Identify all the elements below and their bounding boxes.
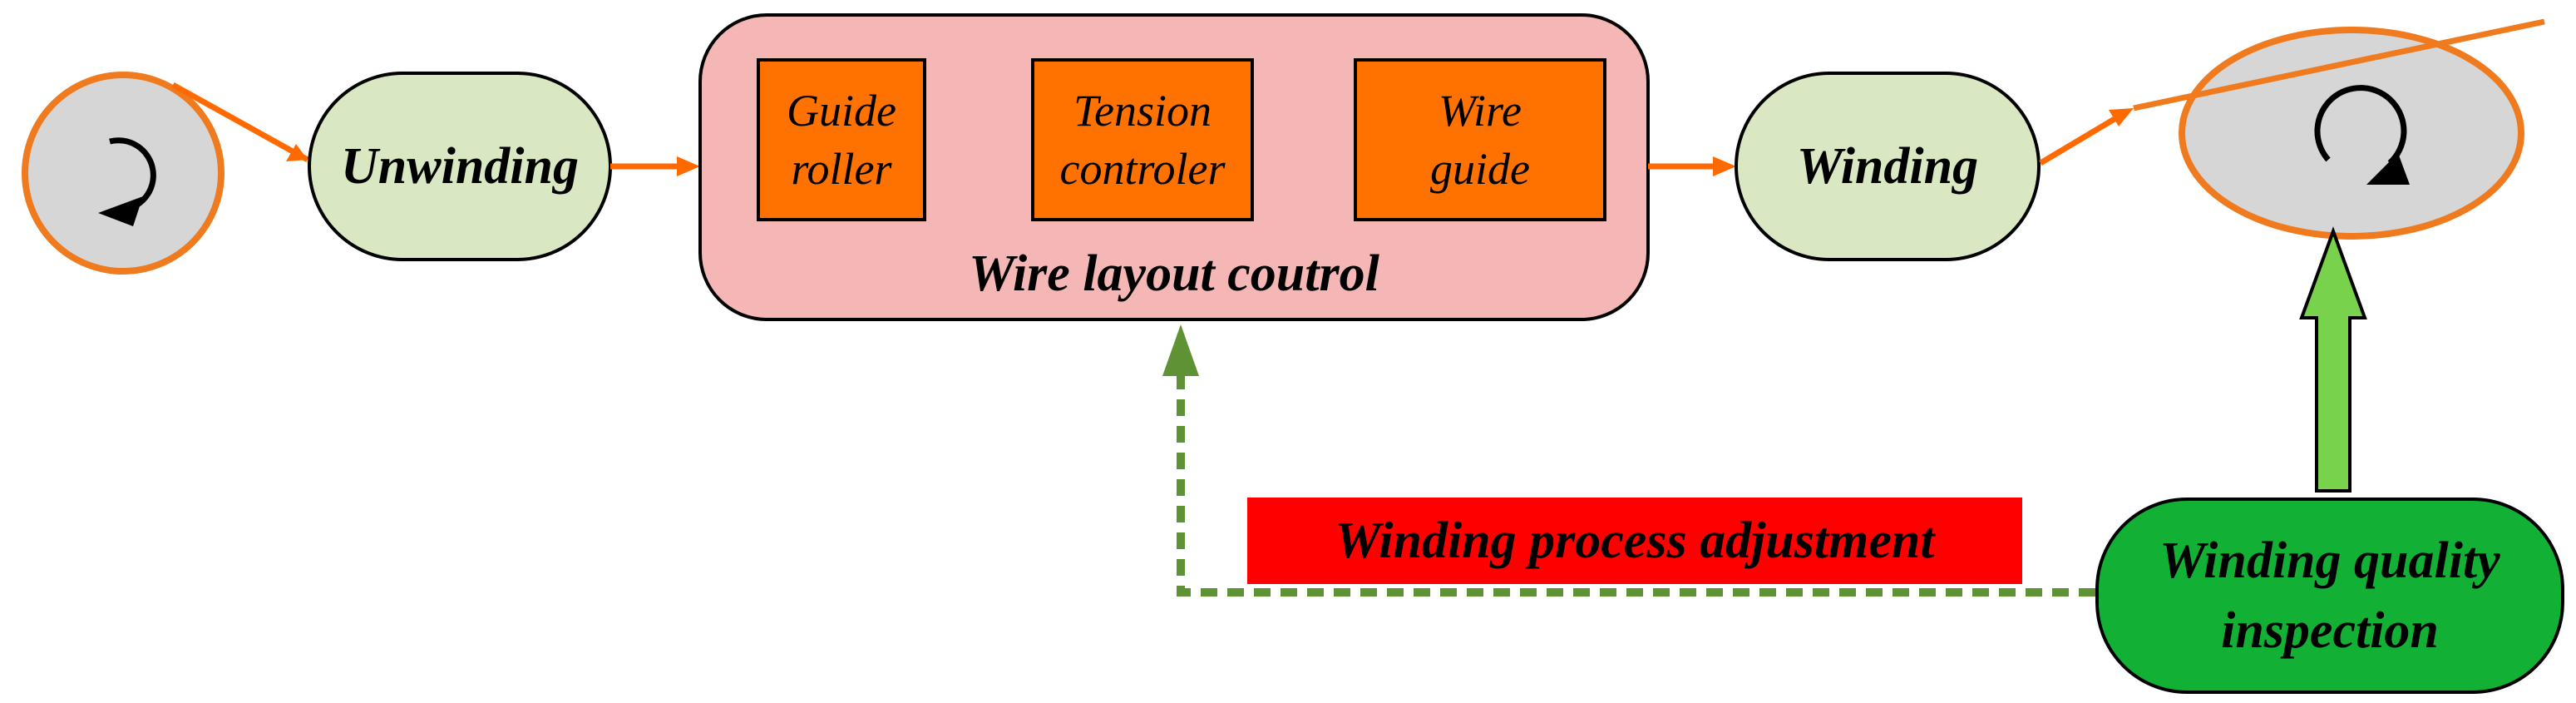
sub-box-guide-roller [757, 58, 926, 221]
arrow-winding-to-reel [2039, 108, 2134, 166]
feedback-dashed-line [1162, 324, 2095, 597]
sub-box-tension-controller [1031, 58, 1254, 221]
winding-node [1735, 72, 2041, 261]
unwinding-reel [22, 72, 225, 275]
sub-box-wire-guide [1354, 58, 1606, 221]
arrow-control-to-winding [1648, 156, 1736, 176]
counterclockwise-arrow-icon [98, 137, 156, 226]
arrow-unwinding-to-control [610, 156, 700, 176]
inspection-to-reel-arrow [2299, 226, 2367, 493]
clockwise-arrow-icon [2314, 85, 2410, 185]
adjustment-banner [1247, 498, 2022, 584]
unwinding-node [308, 72, 612, 261]
wire-path-left [171, 82, 309, 163]
inspection-node [2095, 498, 2564, 694]
winding-reel [2133, 18, 2545, 240]
